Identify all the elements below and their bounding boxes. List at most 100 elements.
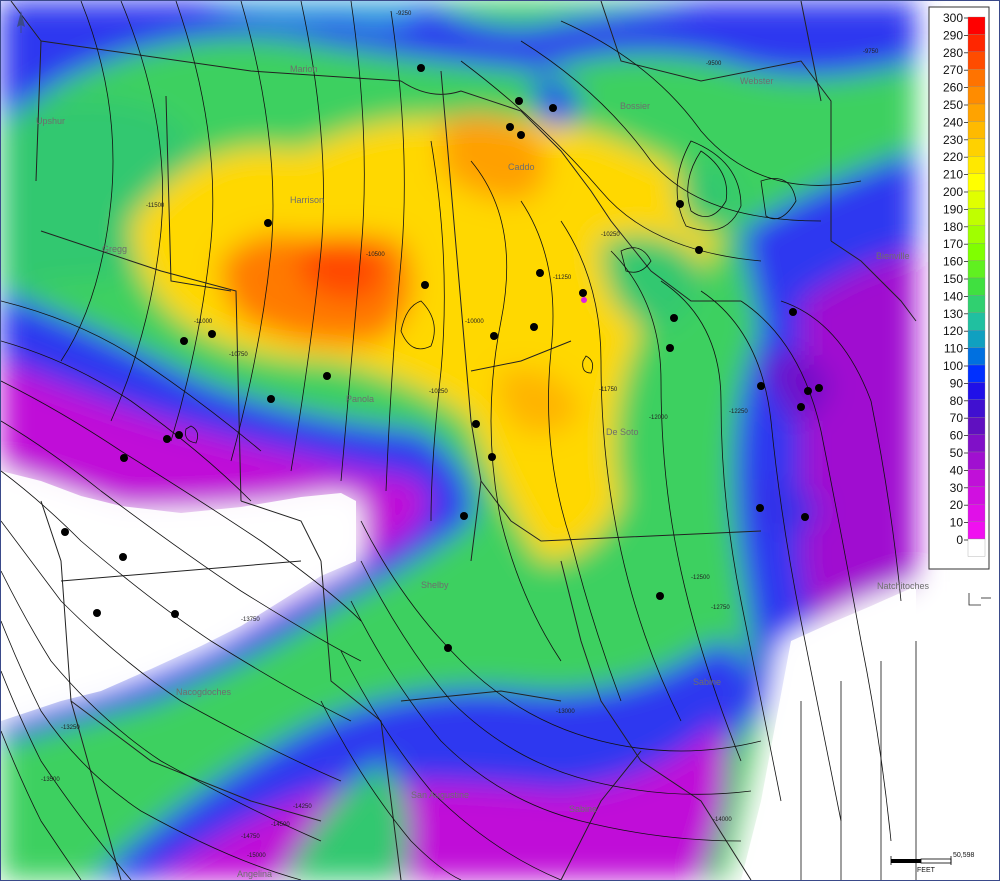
county-label-san-augustine: San Augustine: [411, 790, 469, 800]
legend-swatch: [967, 382, 986, 400]
legend-swatch: [967, 521, 986, 540]
scale-bar: 50,598 FEET: [890, 852, 975, 874]
well-marker: [789, 308, 797, 316]
well-marker: [804, 387, 812, 395]
legend-swatch: [967, 34, 986, 52]
legend-swatch: [967, 103, 986, 122]
well-marker: [120, 454, 128, 462]
well-marker: [208, 330, 216, 338]
legend-label: 130: [943, 307, 963, 321]
well-marker: [323, 372, 331, 380]
legend-swatch: [967, 243, 986, 261]
legend-swatch: [967, 121, 986, 139]
well-locations: [61, 64, 823, 652]
contour-label: -15000: [247, 853, 266, 859]
well-marker: [171, 610, 179, 618]
well-marker: [656, 592, 664, 600]
county-label-bienville: Bienville: [876, 251, 910, 261]
well-marker: [417, 64, 425, 72]
contour-label: -9500: [706, 61, 722, 67]
contour-label: -14750: [241, 834, 260, 840]
no-data-mask: [1, 471, 916, 880]
legend-label: 40: [950, 463, 964, 477]
county-label-harrison: Harrison: [290, 195, 324, 205]
county-label-webster: Webster: [740, 76, 773, 86]
county-label-caddo: Caddo: [508, 162, 535, 172]
county-label-sabine-la: Sabine: [693, 677, 721, 687]
contour-label: -14500: [271, 822, 290, 828]
well-marker: [506, 123, 514, 131]
well-marker: [801, 513, 809, 521]
well-marker: [815, 384, 823, 392]
legend-label: 220: [943, 150, 963, 164]
contour-label: -9750: [863, 49, 879, 55]
well-marker: [444, 644, 452, 652]
scale-value: 50,598: [953, 852, 975, 859]
county-boundaries: [10, 1, 917, 880]
contour-label: -12750: [711, 605, 730, 611]
well-marker: [530, 323, 538, 331]
contour-label: -10750: [229, 352, 248, 358]
county-label-upshur: Upshur: [36, 116, 65, 126]
well-marker: [460, 512, 468, 520]
county-label-angelina: Angelina: [237, 869, 272, 879]
legend-swatch: [967, 277, 986, 296]
legend-swatch: [967, 156, 986, 174]
well-marker: [119, 553, 127, 561]
contour-label: -12000: [649, 415, 668, 421]
legend-swatch: [967, 451, 986, 470]
legend-swatch: [967, 469, 986, 487]
contour-labels: -11500 -11000 -10750 -10500 -10250 -1000…: [41, 11, 879, 859]
legend-swatch: [967, 51, 986, 70]
legend-label: 250: [943, 98, 963, 112]
legend-swatch: [967, 190, 986, 209]
legend-label: 200: [943, 185, 963, 199]
legend-label: 210: [943, 168, 963, 182]
well-marker: [472, 420, 480, 428]
contour-label: -10500: [366, 252, 385, 258]
well-marker: [61, 528, 69, 536]
well-marker: [93, 609, 101, 617]
legend-swatch: [967, 260, 986, 279]
well-marker: [490, 332, 498, 340]
legend-swatch: [967, 208, 986, 226]
legend-swatch: [967, 138, 986, 157]
well-marker: [180, 337, 188, 345]
legend-swatch: [967, 347, 986, 366]
well-marker: [517, 131, 525, 139]
legend-label: 50: [950, 446, 964, 460]
county-label-desoto: De Soto: [606, 427, 639, 437]
legend-swatch: [967, 173, 986, 192]
well-marker: [797, 403, 805, 411]
contour-label: -13000: [556, 709, 575, 715]
well-marker: [175, 431, 183, 439]
well-marker: [756, 504, 764, 512]
legend-label: 230: [943, 133, 963, 147]
legend-swatch: [967, 312, 986, 331]
legend-label: 300: [943, 11, 963, 25]
legend-swatch: [967, 486, 986, 505]
legend-label: 80: [950, 394, 964, 408]
legend-label: 0: [956, 533, 963, 547]
contour-label: -11250: [553, 275, 572, 281]
legend-label: 20: [950, 498, 964, 512]
contour-label: -12500: [691, 575, 710, 581]
contour-label: -11000: [194, 319, 213, 325]
well-marker: [421, 281, 429, 289]
contour-label: -11500: [146, 203, 165, 209]
contour-label: -12250: [729, 409, 748, 415]
contour-label: -13750: [241, 617, 260, 623]
county-label-sabine-tx: Sabine: [569, 804, 597, 814]
legend-swatch: [967, 86, 986, 105]
legend-label: 180: [943, 220, 963, 234]
contour-label: -13500: [41, 777, 60, 783]
contour-label: -13250: [61, 725, 80, 731]
county-label-natchitoches: Natchitoches: [877, 581, 930, 591]
legend-label: 60: [950, 429, 964, 443]
legend-label: 90: [950, 376, 964, 390]
well-marker: [757, 382, 765, 390]
legend-swatch: [967, 16, 986, 35]
legend-swatch: [967, 69, 986, 87]
well-marker: [666, 344, 674, 352]
